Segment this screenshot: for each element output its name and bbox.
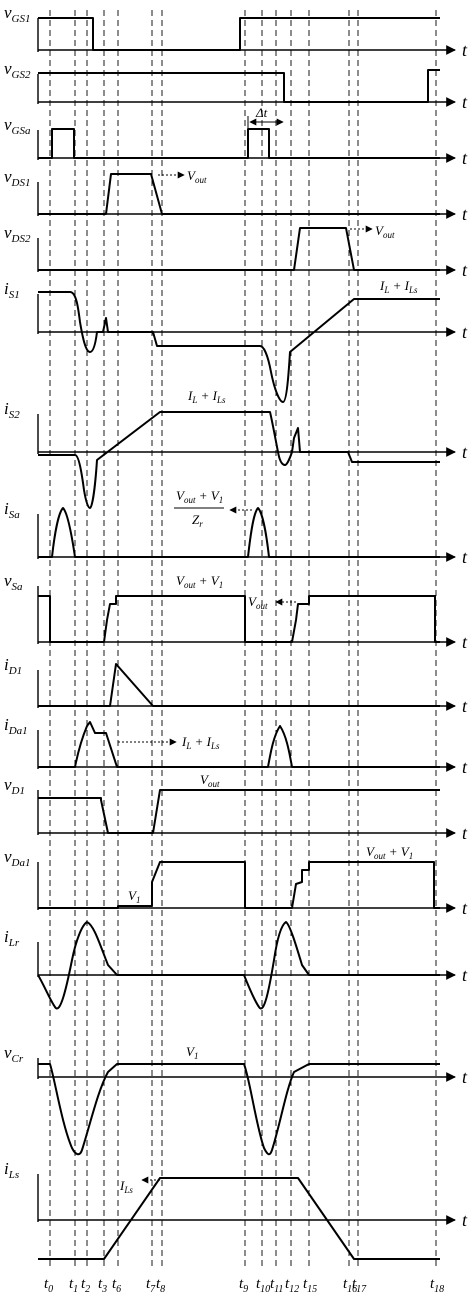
signal-label-iLr: iLr bbox=[4, 927, 20, 949]
delta-t-label: Δt bbox=[255, 105, 268, 120]
isa-frac-numerator: Vout + V1 bbox=[176, 488, 223, 505]
waveform-vDS1 bbox=[38, 173, 440, 215]
time-label-t1: t1 bbox=[69, 1276, 78, 1295]
signal-label-vDS1: vDS1 bbox=[4, 167, 31, 189]
axis-t-label-vGSa: t bbox=[462, 148, 468, 168]
axis-t-label-iSa: t bbox=[462, 547, 468, 567]
vds1-vout-label: Vout bbox=[187, 168, 207, 185]
waveform-iLr bbox=[37, 921, 440, 1010]
signal-label-vGSa: vGSa bbox=[4, 115, 31, 137]
time-label-t7: t7 bbox=[146, 1276, 156, 1295]
waveform-vGS1 bbox=[38, 17, 440, 51]
axis-t-label-vD1: t bbox=[462, 823, 468, 843]
vda1-vout-v1-label: Vout + V1 bbox=[366, 844, 413, 861]
is1-il-ils-label: IL + ILs bbox=[379, 278, 418, 295]
waveform-iS1 bbox=[38, 291, 440, 403]
signal-label-iLs: iLs bbox=[4, 1159, 19, 1181]
signal-label-vGS1: vGS1 bbox=[4, 3, 31, 25]
signal-labels: vGS1 vGS2 vGSa vDS1 vDS2 iS1 iS2 iSa vSa iD1 iDa1 v… bbox=[4, 3, 31, 1181]
time-label-t16: t16 bbox=[343, 1276, 357, 1295]
time-label-t3: t3 bbox=[98, 1276, 107, 1295]
annotations: Δt Vout Vout IL + ILs IL + ILs Vout + V1… bbox=[118, 105, 418, 1195]
time-label-t9: t9 bbox=[239, 1276, 248, 1295]
vds2-vout-label: Vout bbox=[375, 223, 395, 240]
axes-group: t t t t t t t t t t t t t t t t bbox=[37, 18, 468, 1230]
vsa-vout-label: Vout bbox=[248, 594, 268, 611]
axis-t-label-iLs: t bbox=[462, 1210, 468, 1230]
waveforms bbox=[37, 17, 440, 1260]
signal-label-vD1: vD1 bbox=[4, 775, 25, 797]
isa-frac-denominator: Zr bbox=[192, 512, 203, 529]
signal-label-vCr: vCr bbox=[4, 1043, 24, 1065]
signal-label-vDa1: vDa1 bbox=[4, 847, 31, 869]
axis-t-label-iS2: t bbox=[462, 442, 468, 462]
time-label-t18: t18 bbox=[430, 1276, 444, 1295]
waveform-vSa bbox=[38, 595, 440, 643]
time-label-t2: t2 bbox=[81, 1276, 90, 1295]
signal-label-iS1: iS1 bbox=[4, 279, 20, 301]
vda1-v1-label: V1 bbox=[128, 888, 140, 905]
vsa-vout-v1-label: Vout + V1 bbox=[176, 573, 223, 590]
waveform-vDa1 bbox=[38, 861, 440, 909]
waveform-iDa1 bbox=[38, 721, 440, 768]
waveform-iSa bbox=[38, 507, 440, 558]
time-label-t17: t17 bbox=[352, 1276, 367, 1295]
waveform-iLs bbox=[38, 1177, 440, 1260]
axis-t-label-vCr: t bbox=[462, 1067, 468, 1087]
axis-t-label-iLr: t bbox=[462, 965, 468, 985]
signal-label-vGS2: vGS2 bbox=[4, 59, 31, 81]
axis-t-label-vGS2: t bbox=[462, 92, 468, 112]
signal-label-iDa1: iDa1 bbox=[4, 715, 28, 737]
waveform-iS2 bbox=[38, 411, 440, 509]
axis-t-label-vGS1: t bbox=[462, 40, 468, 60]
is2-il-ils-label: IL + ILs bbox=[187, 388, 226, 405]
ida1-il-ils-label: IL + ILs bbox=[181, 734, 220, 751]
time-label-t12: t12 bbox=[285, 1276, 299, 1295]
vd1-vout-label: Vout bbox=[200, 772, 220, 789]
waveform-vGSa bbox=[38, 128, 440, 159]
time-label-t8: t8 bbox=[156, 1276, 165, 1295]
axis-t-label-vSa: t bbox=[462, 632, 468, 652]
axis-t-label-iDa1: t bbox=[462, 757, 468, 777]
axis-t-label-vDS2: t bbox=[462, 260, 468, 280]
waveform-vDS2 bbox=[38, 227, 440, 271]
axis-t-label-iD1: t bbox=[462, 696, 468, 716]
signal-label-iD1: iD1 bbox=[4, 655, 22, 677]
signal-label-vSa: vSa bbox=[4, 571, 23, 593]
waveform-vD1 bbox=[38, 789, 440, 834]
signal-label-iSa: iSa bbox=[4, 499, 20, 521]
time-label-t11: t11 bbox=[270, 1276, 283, 1295]
ils-label: ILs bbox=[119, 1178, 133, 1195]
signal-label-iS2: iS2 bbox=[4, 399, 20, 421]
time-label-t10: t10 bbox=[256, 1276, 270, 1295]
vcr-v1-label: V1 bbox=[186, 1044, 198, 1061]
waveform-iD1 bbox=[38, 663, 440, 707]
signal-label-vDS2: vDS2 bbox=[4, 223, 31, 245]
axis-t-label-iS1: t bbox=[462, 322, 468, 342]
waveform-vGS2 bbox=[38, 69, 440, 103]
time-label-t6: t6 bbox=[112, 1276, 121, 1295]
axis-t-label-vDS1: t bbox=[462, 204, 468, 224]
time-label-t0: t0 bbox=[44, 1276, 53, 1295]
waveform-vCr bbox=[38, 1063, 440, 1156]
axis-t-label-vDa1: t bbox=[462, 898, 468, 918]
time-label-t15: t15 bbox=[303, 1276, 317, 1295]
